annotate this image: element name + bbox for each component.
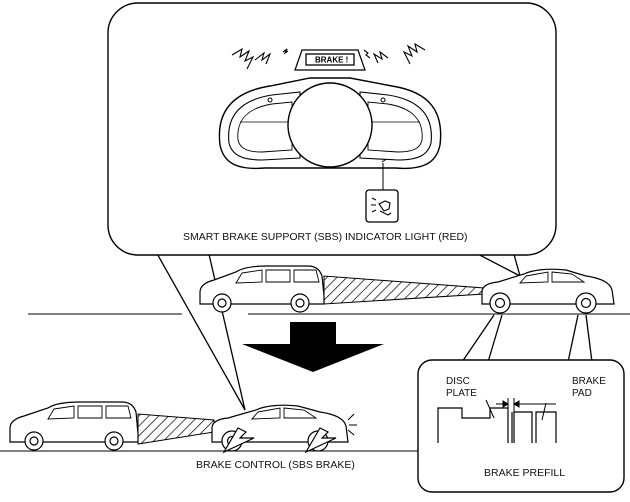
braking-car <box>211 404 349 454</box>
disc-plate-label-1: DISC <box>446 376 470 387</box>
brake-pad-label-1: BRAKE <box>572 376 606 387</box>
instrument-cluster <box>218 77 442 170</box>
disc-plate <box>437 399 513 443</box>
clearance-arrows <box>496 398 556 412</box>
warning-sound-icon <box>231 42 426 70</box>
prefill-caption: BRAKE PREFILL <box>484 467 565 479</box>
brake-pad-label-2: PAD <box>572 388 592 399</box>
indicator-caption: SMART BRAKE SUPPORT (SBS) INDICATOR LIGH… <box>183 231 468 243</box>
brake-warning-badge <box>294 49 366 71</box>
following-car-lower <box>9 401 139 451</box>
transition-arrow-icon <box>242 322 384 372</box>
radar-beam-lower <box>137 413 215 445</box>
brake-light-icon <box>347 413 357 436</box>
leading-car <box>481 268 615 314</box>
following-car <box>199 265 325 313</box>
radar-beam-upper <box>323 275 485 305</box>
sbs-indicator-light <box>365 163 399 223</box>
prefill-callout <box>417 314 625 493</box>
lower-caption: BRAKE CONTROL (SBS BRAKE) <box>196 459 355 471</box>
brake-pad <box>513 402 557 443</box>
sbs-warning-icon <box>371 197 392 216</box>
brake-badge-label: BRAKE ! <box>315 56 348 65</box>
disc-plate-label-2: PLATE <box>446 388 477 399</box>
